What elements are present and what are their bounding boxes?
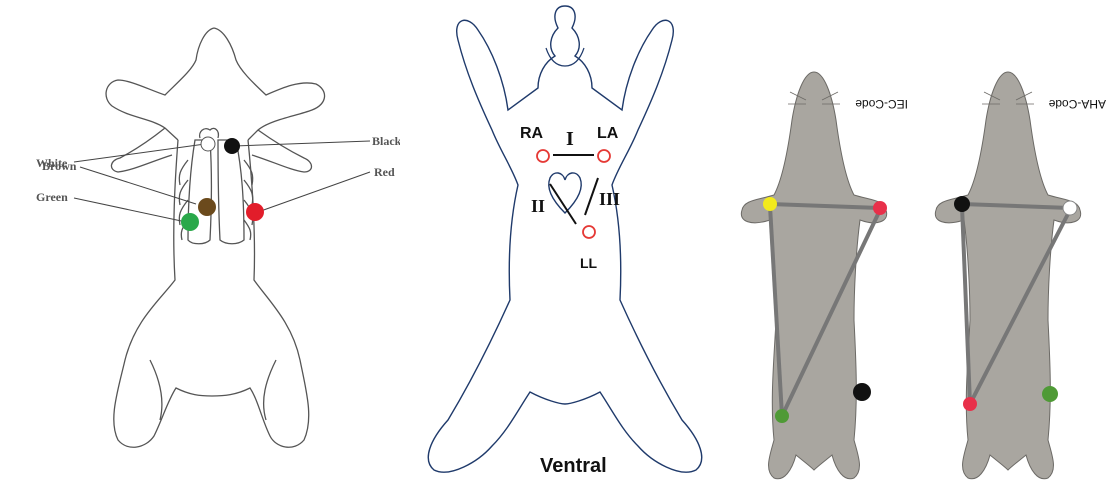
caption-ventral: Ventral	[540, 455, 607, 477]
aha-right-leg-electrode	[1042, 386, 1058, 402]
label-lead-i: I	[566, 128, 574, 150]
iec-rat: IEC-Code	[741, 72, 908, 479]
label-green: Green	[36, 190, 68, 204]
red-electrode	[246, 203, 264, 221]
iec-left-leg-electrode	[775, 409, 789, 423]
aha-code-title: AHA-Code	[1048, 97, 1106, 111]
brown-electrode	[198, 198, 216, 216]
ra-electrode	[537, 150, 549, 162]
label-ra: RA	[520, 125, 544, 142]
label-black: Black	[372, 134, 400, 148]
lead-ii-line	[550, 184, 576, 224]
red-leader-line	[258, 172, 370, 212]
ll-electrode	[583, 226, 595, 238]
label-la: LA	[597, 125, 619, 142]
aha-left-leg-electrode	[963, 397, 977, 411]
iec-left-arm-electrode	[873, 201, 887, 215]
label-brown: Brown	[42, 159, 77, 173]
label-lead-ii: II	[531, 196, 545, 216]
einthoven-triangle-panel: RA LA LL I II III Ventral	[400, 0, 730, 489]
brown-leader-line	[80, 167, 196, 204]
black-electrode	[224, 138, 240, 154]
black-leader-line	[234, 141, 370, 146]
label-ll: LL	[580, 255, 598, 271]
lead-iii-line	[585, 178, 598, 215]
iec-code-title: IEC-Code	[855, 97, 908, 111]
iec-right-leg-electrode	[853, 383, 871, 401]
rat-outline-drawing: White Brown Green Black Red	[0, 0, 400, 489]
aha-rat: AHA-Code	[935, 72, 1106, 479]
green-electrode	[181, 213, 199, 231]
la-electrode	[598, 150, 610, 162]
iec-right-arm-electrode	[763, 197, 777, 211]
aha-right-arm-electrode	[954, 196, 970, 212]
label-red: Red	[374, 165, 395, 179]
label-lead-iii: III	[599, 189, 620, 209]
white-electrode	[201, 137, 215, 151]
iec-aha-code-panel: IEC-Code AHA-Code	[730, 0, 1107, 489]
gray-rats-drawing: IEC-Code AHA-Code	[730, 0, 1107, 489]
rat-electrode-diagram-panel: White Brown Green Black Red	[0, 0, 400, 489]
green-leader-line	[74, 198, 186, 222]
aha-left-arm-electrode	[1063, 201, 1077, 215]
rat-silhouette-outline: RA LA LL I II III Ventral	[400, 0, 730, 489]
